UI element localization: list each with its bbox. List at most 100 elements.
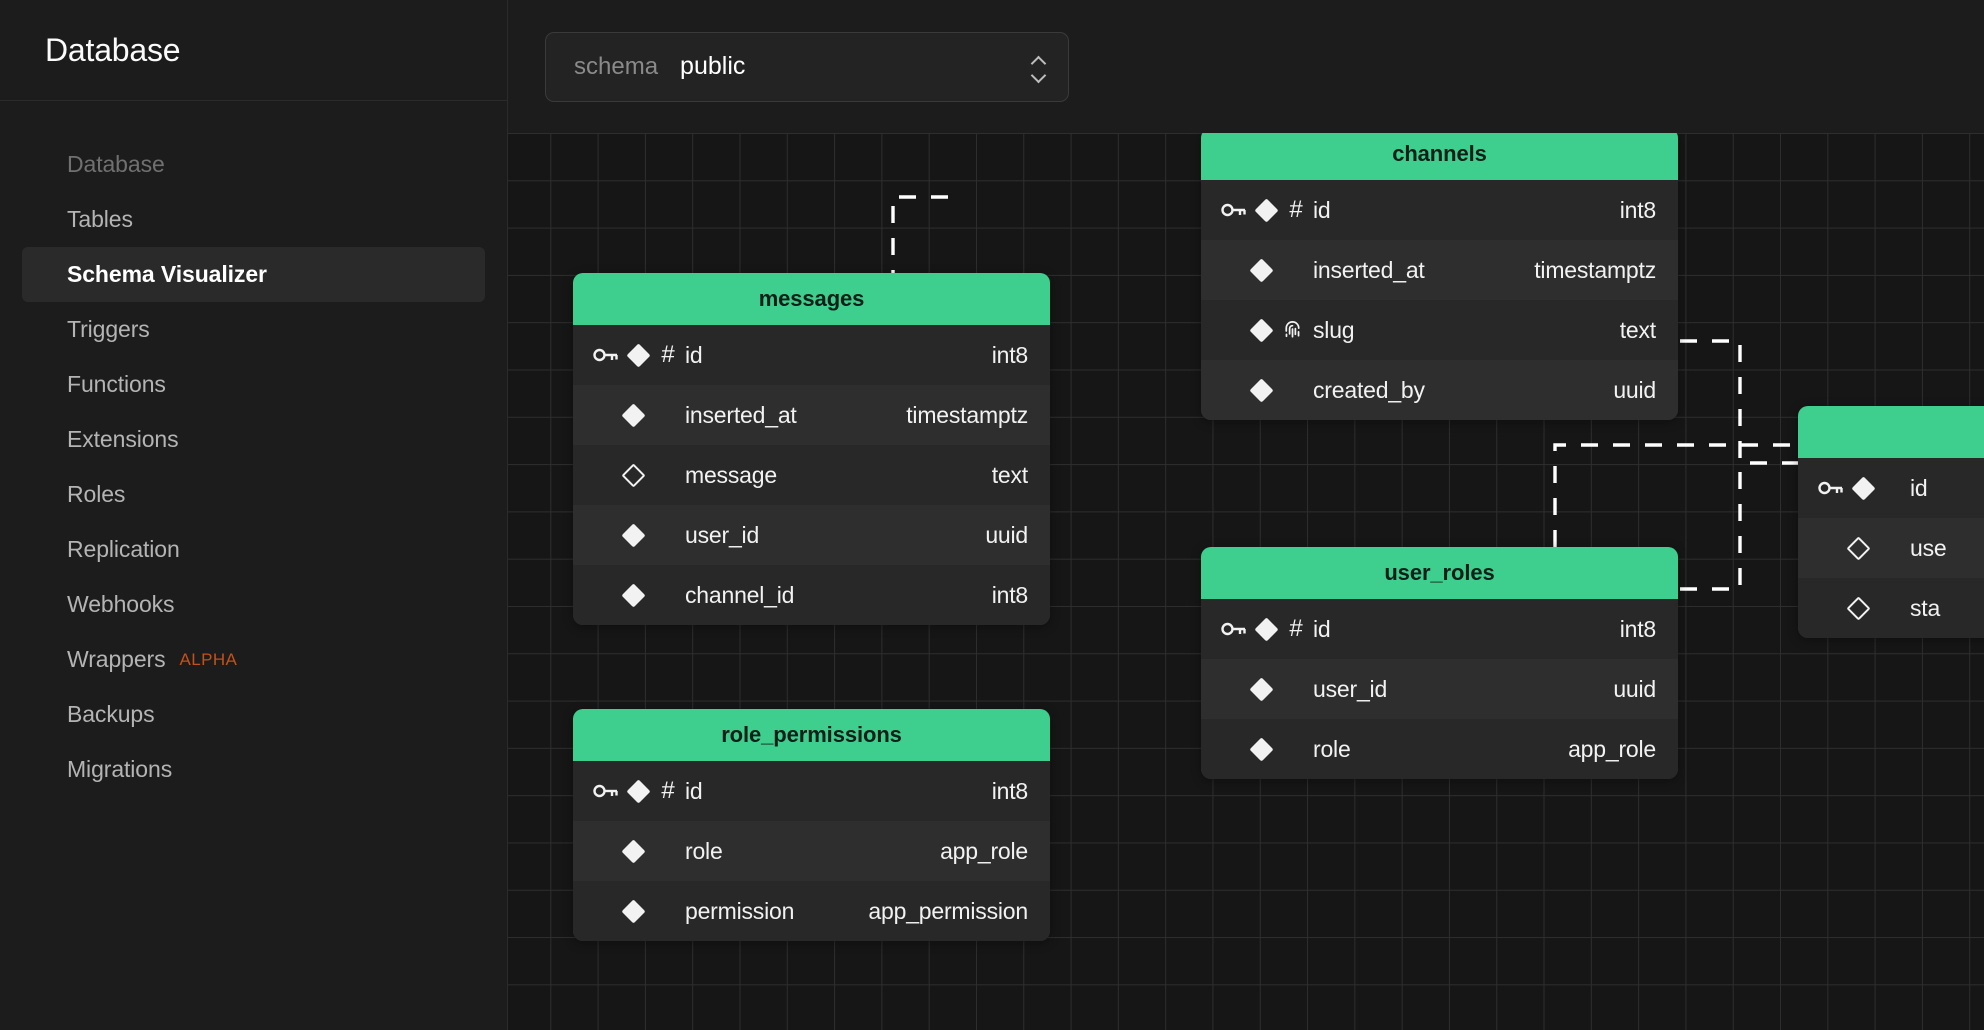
not-null-diamond-icon <box>1249 377 1274 403</box>
icon-spacer <box>593 405 614 426</box>
table-node-header[interactable]: messages <box>573 273 1050 325</box>
schema-selector[interactable]: schema public <box>545 31 1069 102</box>
sidebar-item-label: Triggers <box>67 316 150 342</box>
sidebar-item-label: Migrations <box>67 756 173 782</box>
sidebar-item-migrations[interactable]: Migrations <box>22 742 485 797</box>
column-name: permission <box>685 897 795 924</box>
primary-key-icon <box>593 781 619 801</box>
table-node-title: channels <box>1392 141 1487 166</box>
column-name: id <box>1313 615 1331 642</box>
table-node-header[interactable]: user_roles <box>1201 547 1678 599</box>
column-type: uuid <box>1613 376 1656 403</box>
column-type: int8 <box>991 341 1028 368</box>
sidebar-item-label: Tables <box>67 206 133 232</box>
main-content: schema public <box>508 0 1984 1030</box>
primary-key-icon <box>1221 200 1247 220</box>
not-null-diamond-icon <box>621 522 646 548</box>
column-name: id <box>685 777 703 804</box>
sidebar-item-label: Wrappers <box>67 646 166 672</box>
column-name: channel_id <box>685 581 795 608</box>
schema-selector-value: public <box>680 52 746 80</box>
sidebar-item-database[interactable]: Database <box>22 137 485 192</box>
column-icons <box>1221 377 1313 403</box>
column-icons <box>1221 676 1313 702</box>
table-node-header[interactable] <box>1798 406 1984 458</box>
sidebar-item-extensions[interactable]: Extensions <box>22 412 485 467</box>
column-name: use <box>1910 534 1947 561</box>
column-icons <box>593 582 685 608</box>
column-icons: # <box>593 779 685 804</box>
icon-spacer <box>1221 679 1242 700</box>
table-node[interactable]: id use sta <box>1798 406 1984 638</box>
sidebar-item-label: Functions <box>67 371 166 397</box>
sidebar-header: Database <box>0 0 507 101</box>
not-null-diamond-icon <box>1249 676 1274 702</box>
primary-key-icon <box>1818 478 1844 498</box>
table-node-title: user_roles <box>1384 560 1495 585</box>
sidebar-item-tables[interactable]: Tables <box>22 192 485 247</box>
identity-hash-icon: # <box>661 341 675 368</box>
column-type: app_role <box>940 837 1028 864</box>
column-type: timestamptz <box>1534 256 1656 283</box>
column-name: user_id <box>685 521 760 548</box>
sidebar-item-webhooks[interactable]: Webhooks <box>22 577 485 632</box>
not-null-diamond-icon <box>1254 197 1279 223</box>
table-node-title: role_permissions <box>721 722 902 747</box>
not-null-diamond-icon <box>1249 317 1274 343</box>
column-type: uuid <box>1613 675 1656 702</box>
nullable-diamond-icon <box>1846 595 1871 621</box>
column-type: text <box>1619 316 1656 343</box>
table-node-header[interactable]: channels <box>1201 133 1678 180</box>
column-icons <box>1818 475 1910 501</box>
not-null-diamond-icon <box>621 838 646 864</box>
sidebar-item-triggers[interactable]: Triggers <box>22 302 485 357</box>
page-title: Database <box>45 31 181 68</box>
sidebar-item-wrappers[interactable]: Wrappers ALPHA <box>22 632 485 687</box>
table-column-row[interactable]: sta <box>1798 578 1984 638</box>
icon-spacer <box>1221 260 1242 281</box>
table-node-header[interactable]: role_permissions <box>573 709 1050 761</box>
table-column-row[interactable]: use <box>1798 518 1984 578</box>
sidebar-item-schema-visualizer[interactable]: Schema Visualizer <box>22 247 485 302</box>
column-name: id <box>1910 474 1928 501</box>
column-name: role <box>685 837 723 864</box>
table-column-row[interactable]: id <box>1798 458 1984 518</box>
sidebar-item-replication[interactable]: Replication <box>22 522 485 577</box>
primary-key-icon <box>1221 619 1247 639</box>
sidebar-item-roles[interactable]: Roles <box>22 467 485 522</box>
chevron-up-down-icon <box>1032 57 1046 77</box>
status-badge: ALPHA <box>179 649 238 669</box>
icon-spacer <box>593 901 614 922</box>
sidebar-item-label: Webhooks <box>67 591 175 617</box>
not-null-diamond-icon <box>626 342 651 368</box>
column-icons <box>1818 595 1910 621</box>
nullable-diamond-icon <box>621 462 646 488</box>
sidebar-item-functions[interactable]: Functions <box>22 357 485 412</box>
sidebar-item-backups[interactable]: Backups <box>22 687 485 742</box>
table-column-row[interactable]: role app_role <box>573 821 1050 881</box>
column-type: int8 <box>1619 196 1656 223</box>
